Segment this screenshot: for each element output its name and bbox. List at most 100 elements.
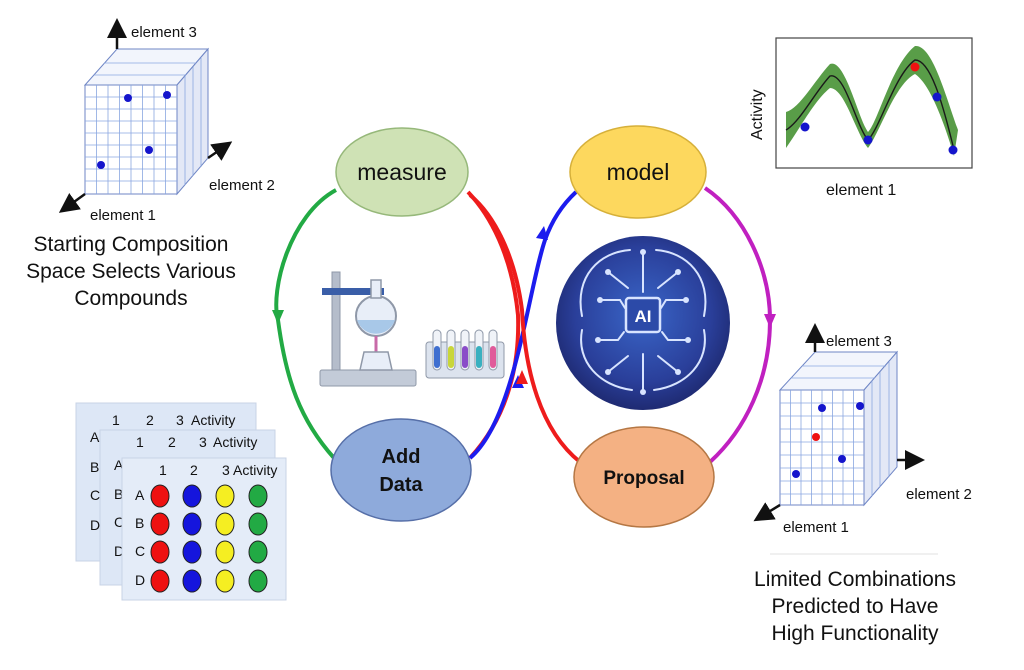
left-cube: element 3 element 2 element 1 [58, 18, 275, 224]
well [150, 484, 170, 508]
left-cube-grid [85, 58, 202, 194]
node-measure-ellipse [335, 127, 469, 217]
plate-front-header: 1 2 3 Activity A B C D [135, 462, 277, 588]
well [150, 512, 170, 536]
node-proposal-label: Proposal [603, 468, 684, 489]
right-axis-left-label: element 1 [783, 519, 849, 536]
right-axis-up-label: element 3 [826, 333, 892, 350]
arrowhead-magenta [764, 314, 776, 328]
right-caption: Limited Combinations Predicted to Have H… [720, 566, 990, 647]
left-axis-right [207, 141, 233, 161]
lab-flask-neck [370, 279, 382, 299]
well [150, 540, 170, 564]
plate-row-label: B [135, 515, 144, 531]
node-model-label: model [607, 159, 670, 185]
plate-col-label: 1 [112, 412, 120, 428]
plate-col-label: 3 [199, 434, 207, 450]
plate-row-label: D [135, 572, 145, 588]
left-axis-up-label: element 3 [131, 24, 197, 41]
plate-row-label: C [135, 543, 145, 559]
arc-proposal-to-measure [468, 193, 582, 464]
node-add-data-ellipse [330, 418, 472, 522]
right-caption-line: High Functionality [771, 622, 939, 645]
left-axis-left-label: element 1 [90, 207, 156, 224]
left-cube-point [97, 161, 105, 169]
plate-col-label: Activity [233, 462, 277, 478]
node-model-ellipse [569, 125, 707, 219]
arrowhead-red [491, 222, 503, 236]
well [182, 569, 202, 593]
well [248, 512, 268, 536]
well [215, 512, 235, 536]
well [248, 540, 268, 564]
lab-flask-liquid [357, 320, 395, 334]
plate-row-label: A [114, 457, 124, 473]
plate-middle-header: 1 2 3 Activity A B C D [114, 434, 257, 559]
plate-row-label: C [90, 487, 100, 503]
well [215, 569, 235, 593]
arrowhead-red-lower [516, 370, 528, 384]
well [215, 540, 235, 564]
left-caption-line: Compounds [74, 287, 188, 310]
right-axis-left [753, 502, 781, 522]
lab-beaker [359, 351, 393, 371]
arrowhead-green [272, 310, 284, 324]
activity-xlabel: element 1 [826, 182, 896, 199]
ai-circuit-nodes [595, 249, 691, 395]
plate-row-label: A [135, 487, 145, 503]
ai-chip [624, 296, 662, 334]
right-caption-line: Predicted to Have [771, 595, 939, 618]
left-caption-line: Starting Composition [33, 233, 229, 256]
right-cube-best-point [812, 433, 820, 441]
left-cube-point [145, 146, 153, 154]
plate-col-label: 2 [190, 462, 198, 478]
arc-measure-to-adddata [274, 188, 337, 460]
right-cube-point [818, 404, 826, 412]
plate-row-label: B [90, 459, 99, 475]
left-caption: Starting Composition Space Selects Vario… [8, 231, 254, 312]
lab-equipment-icon [319, 271, 505, 387]
plate-col-label: 2 [146, 412, 154, 428]
well [182, 484, 202, 508]
lab-stand-base [319, 369, 417, 387]
lab-tube-liquid [448, 346, 454, 368]
well [150, 569, 170, 593]
well [248, 484, 268, 508]
plate-col-label: 3 [176, 412, 184, 428]
left-caption-line: Space Selects Various [26, 260, 236, 283]
plate-col-label: 1 [159, 462, 167, 478]
well [215, 484, 235, 508]
right-cube-point [792, 470, 800, 478]
lab-tube-liquid [476, 346, 482, 368]
activity-best-point [910, 62, 920, 72]
activity-ylabel: Activity [749, 89, 766, 140]
ai-label: AI [635, 307, 652, 326]
activity-sample-point [863, 135, 873, 145]
plate-row-label: A [90, 429, 100, 445]
plate-row-label: C [114, 514, 124, 530]
plate-row-label: D [114, 543, 124, 559]
plate-row-label: B [114, 486, 123, 502]
node-measure: measure [335, 127, 469, 217]
activity-sample-point [948, 145, 958, 155]
well [248, 569, 268, 593]
node-add-data-label-line1: Add [382, 446, 421, 468]
node-proposal: Proposal [573, 426, 715, 528]
right-caption-line: Limited Combinations [754, 568, 956, 591]
ai-brain-icon: AI [556, 236, 730, 410]
node-proposal-ellipse [573, 426, 715, 528]
plate-front-wells [150, 484, 268, 593]
lab-tube-liquid [462, 346, 468, 368]
arrowhead-blue-upper [536, 226, 548, 240]
plate-col-label: 2 [168, 434, 176, 450]
activity-sample-point [932, 92, 942, 102]
node-add-data: Add Data [330, 418, 472, 522]
plate-back-header: 1 2 3 Activity A B C D [90, 412, 235, 533]
well-plates: 1 2 3 Activity A B C D 1 2 3 Activity A … [75, 402, 287, 601]
lab-tube-liquid [434, 346, 440, 368]
well [182, 512, 202, 536]
activity-sample-point [800, 122, 810, 132]
cycle-arrowheads [272, 222, 776, 388]
right-cube: element 3 element 2 element 1 [753, 323, 972, 536]
